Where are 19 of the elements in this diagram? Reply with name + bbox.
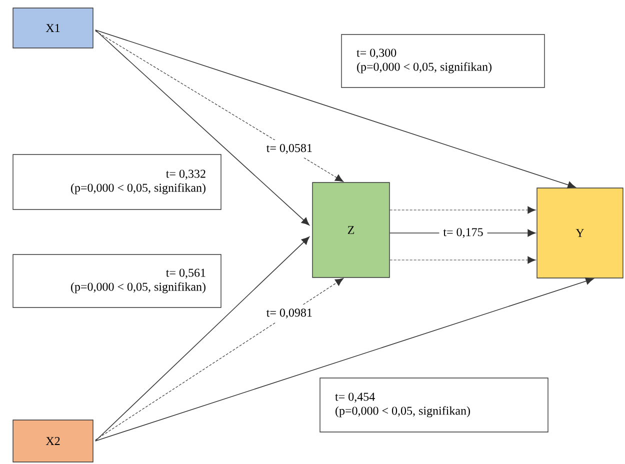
- variable-box: X2: [12, 420, 94, 462]
- arrow: [94, 30, 310, 226]
- arrow: [94, 30, 576, 188]
- dashed-arrow: [95, 278, 344, 440]
- variable-box: X1: [12, 8, 94, 48]
- variable-box: Z: [312, 182, 390, 278]
- dashed-arrow: [390, 256, 536, 264]
- result-box: t= 0,300 (p=0,000 < 0,05, signifikan): [341, 34, 545, 88]
- dashed-arrow: [390, 206, 536, 214]
- dashed-arrow: [95, 30, 344, 182]
- arrow: [94, 236, 310, 442]
- result-box: t= 0,561 (p=0,000 < 0,05, signifikan): [12, 254, 222, 308]
- arrow: [94, 278, 594, 442]
- result-box: t= 0,332 (p=0,000 < 0,05, signifikan): [12, 154, 222, 210]
- edge-label: t= 0,175: [439, 224, 488, 242]
- result-box: t= 0,454 (p=0,000 < 0,05, signifikan): [320, 378, 548, 432]
- edge-label: t= 0,0981: [262, 304, 316, 322]
- edge-label: t= 0,0581: [262, 140, 316, 158]
- variable-box: Y: [536, 188, 624, 278]
